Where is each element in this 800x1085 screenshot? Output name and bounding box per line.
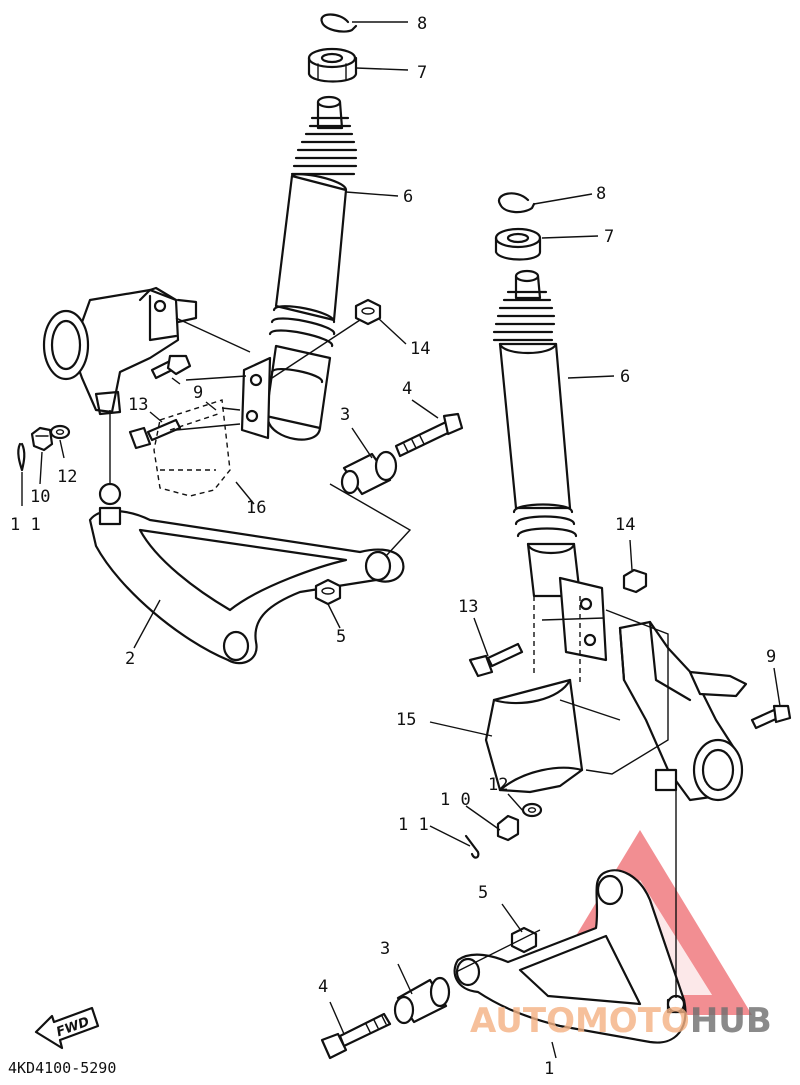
shock-absorber-6-left xyxy=(240,95,358,441)
heat-shield-15 xyxy=(484,678,584,794)
callout-15: 15 xyxy=(396,710,416,730)
callout-5-left: 5 xyxy=(336,627,346,647)
circlip-8-left xyxy=(320,13,358,33)
bushing-3-right xyxy=(393,976,451,1025)
callout-10-left: 10 xyxy=(30,487,50,507)
diagram-code: 4KD4100-5290 xyxy=(8,1059,116,1077)
callout-14-left: 14 xyxy=(410,339,430,359)
callout-labels: 8 7 6 14 9 13 3 4 12 10 1 1 16 2 5 8 7 6… xyxy=(10,14,776,1079)
callout-12-left: 12 xyxy=(57,467,77,487)
callout-16: 16 xyxy=(246,498,266,518)
callout-4-right: 4 xyxy=(318,977,328,997)
callout-2: 2 xyxy=(125,649,135,669)
callout-7-left: 7 xyxy=(417,63,427,83)
steering-knuckle-right xyxy=(618,620,748,802)
nut-7-left xyxy=(307,47,358,83)
lower-arm-2 xyxy=(88,482,405,665)
callout-12-right: 12 xyxy=(488,775,508,795)
nut-5-right xyxy=(510,926,538,954)
bolt-13-right xyxy=(468,642,524,678)
callout-8-right: 8 xyxy=(596,184,606,204)
callout-9-left: 9 xyxy=(193,383,203,403)
nut-10-right xyxy=(496,814,520,842)
nut-10-left xyxy=(30,426,54,452)
shock-absorber-6-right xyxy=(492,269,608,686)
nut-5-left xyxy=(314,578,342,606)
callout-5-right: 5 xyxy=(478,883,488,903)
callout-7-right: 7 xyxy=(604,227,614,247)
callout-11-right: 1 1 xyxy=(398,815,429,835)
circlip-8-right xyxy=(497,192,536,214)
heat-shield-16 xyxy=(153,399,231,497)
bolt-9-right xyxy=(750,704,792,730)
callout-6-left: 6 xyxy=(403,187,413,207)
bolt-9-left xyxy=(150,354,192,380)
callout-4-left: 4 xyxy=(402,379,412,399)
watermark-hub: HUB xyxy=(690,1001,772,1041)
callout-13-right: 13 xyxy=(458,597,478,617)
callout-9-right: 9 xyxy=(766,647,776,667)
washer-12-left xyxy=(49,424,71,440)
nut-14-left xyxy=(354,298,382,326)
left-assembly xyxy=(17,13,464,665)
bolt-4-left xyxy=(394,412,464,458)
callout-leaders xyxy=(21,21,781,1059)
callout-3-right: 3 xyxy=(380,939,390,959)
callout-8-left: 8 xyxy=(417,14,427,34)
cotter-pin-11-left xyxy=(17,442,26,472)
fwd-arrow: FWD xyxy=(34,1006,100,1050)
callout-3-left: 3 xyxy=(340,405,350,425)
bolt-13-left xyxy=(128,418,182,450)
nut-14-right xyxy=(622,568,648,594)
watermark-text: AUTOMOTOHUB xyxy=(470,1001,772,1041)
callout-6-right: 6 xyxy=(620,367,630,387)
callout-13-left: 13 xyxy=(128,395,148,415)
bushing-3-left xyxy=(340,450,398,496)
svg-text:AUTOMOTOHUB: AUTOMOTOHUB xyxy=(470,1001,772,1041)
bolt-4-right xyxy=(320,1012,392,1060)
steering-knuckle-left xyxy=(42,286,198,416)
callout-1: 1 xyxy=(544,1059,554,1079)
watermark-auto: AUTOMO xyxy=(470,1001,638,1041)
nut-7-right xyxy=(494,227,542,261)
washer-12-right xyxy=(521,802,543,818)
callout-14-right: 14 xyxy=(615,515,635,535)
right-assembly xyxy=(320,192,792,1060)
watermark-to: TO xyxy=(638,1001,690,1041)
callout-11-left: 1 1 xyxy=(10,515,41,535)
cotter-pin-11-right xyxy=(464,834,480,859)
callout-10-right: 1 0 xyxy=(440,790,471,810)
